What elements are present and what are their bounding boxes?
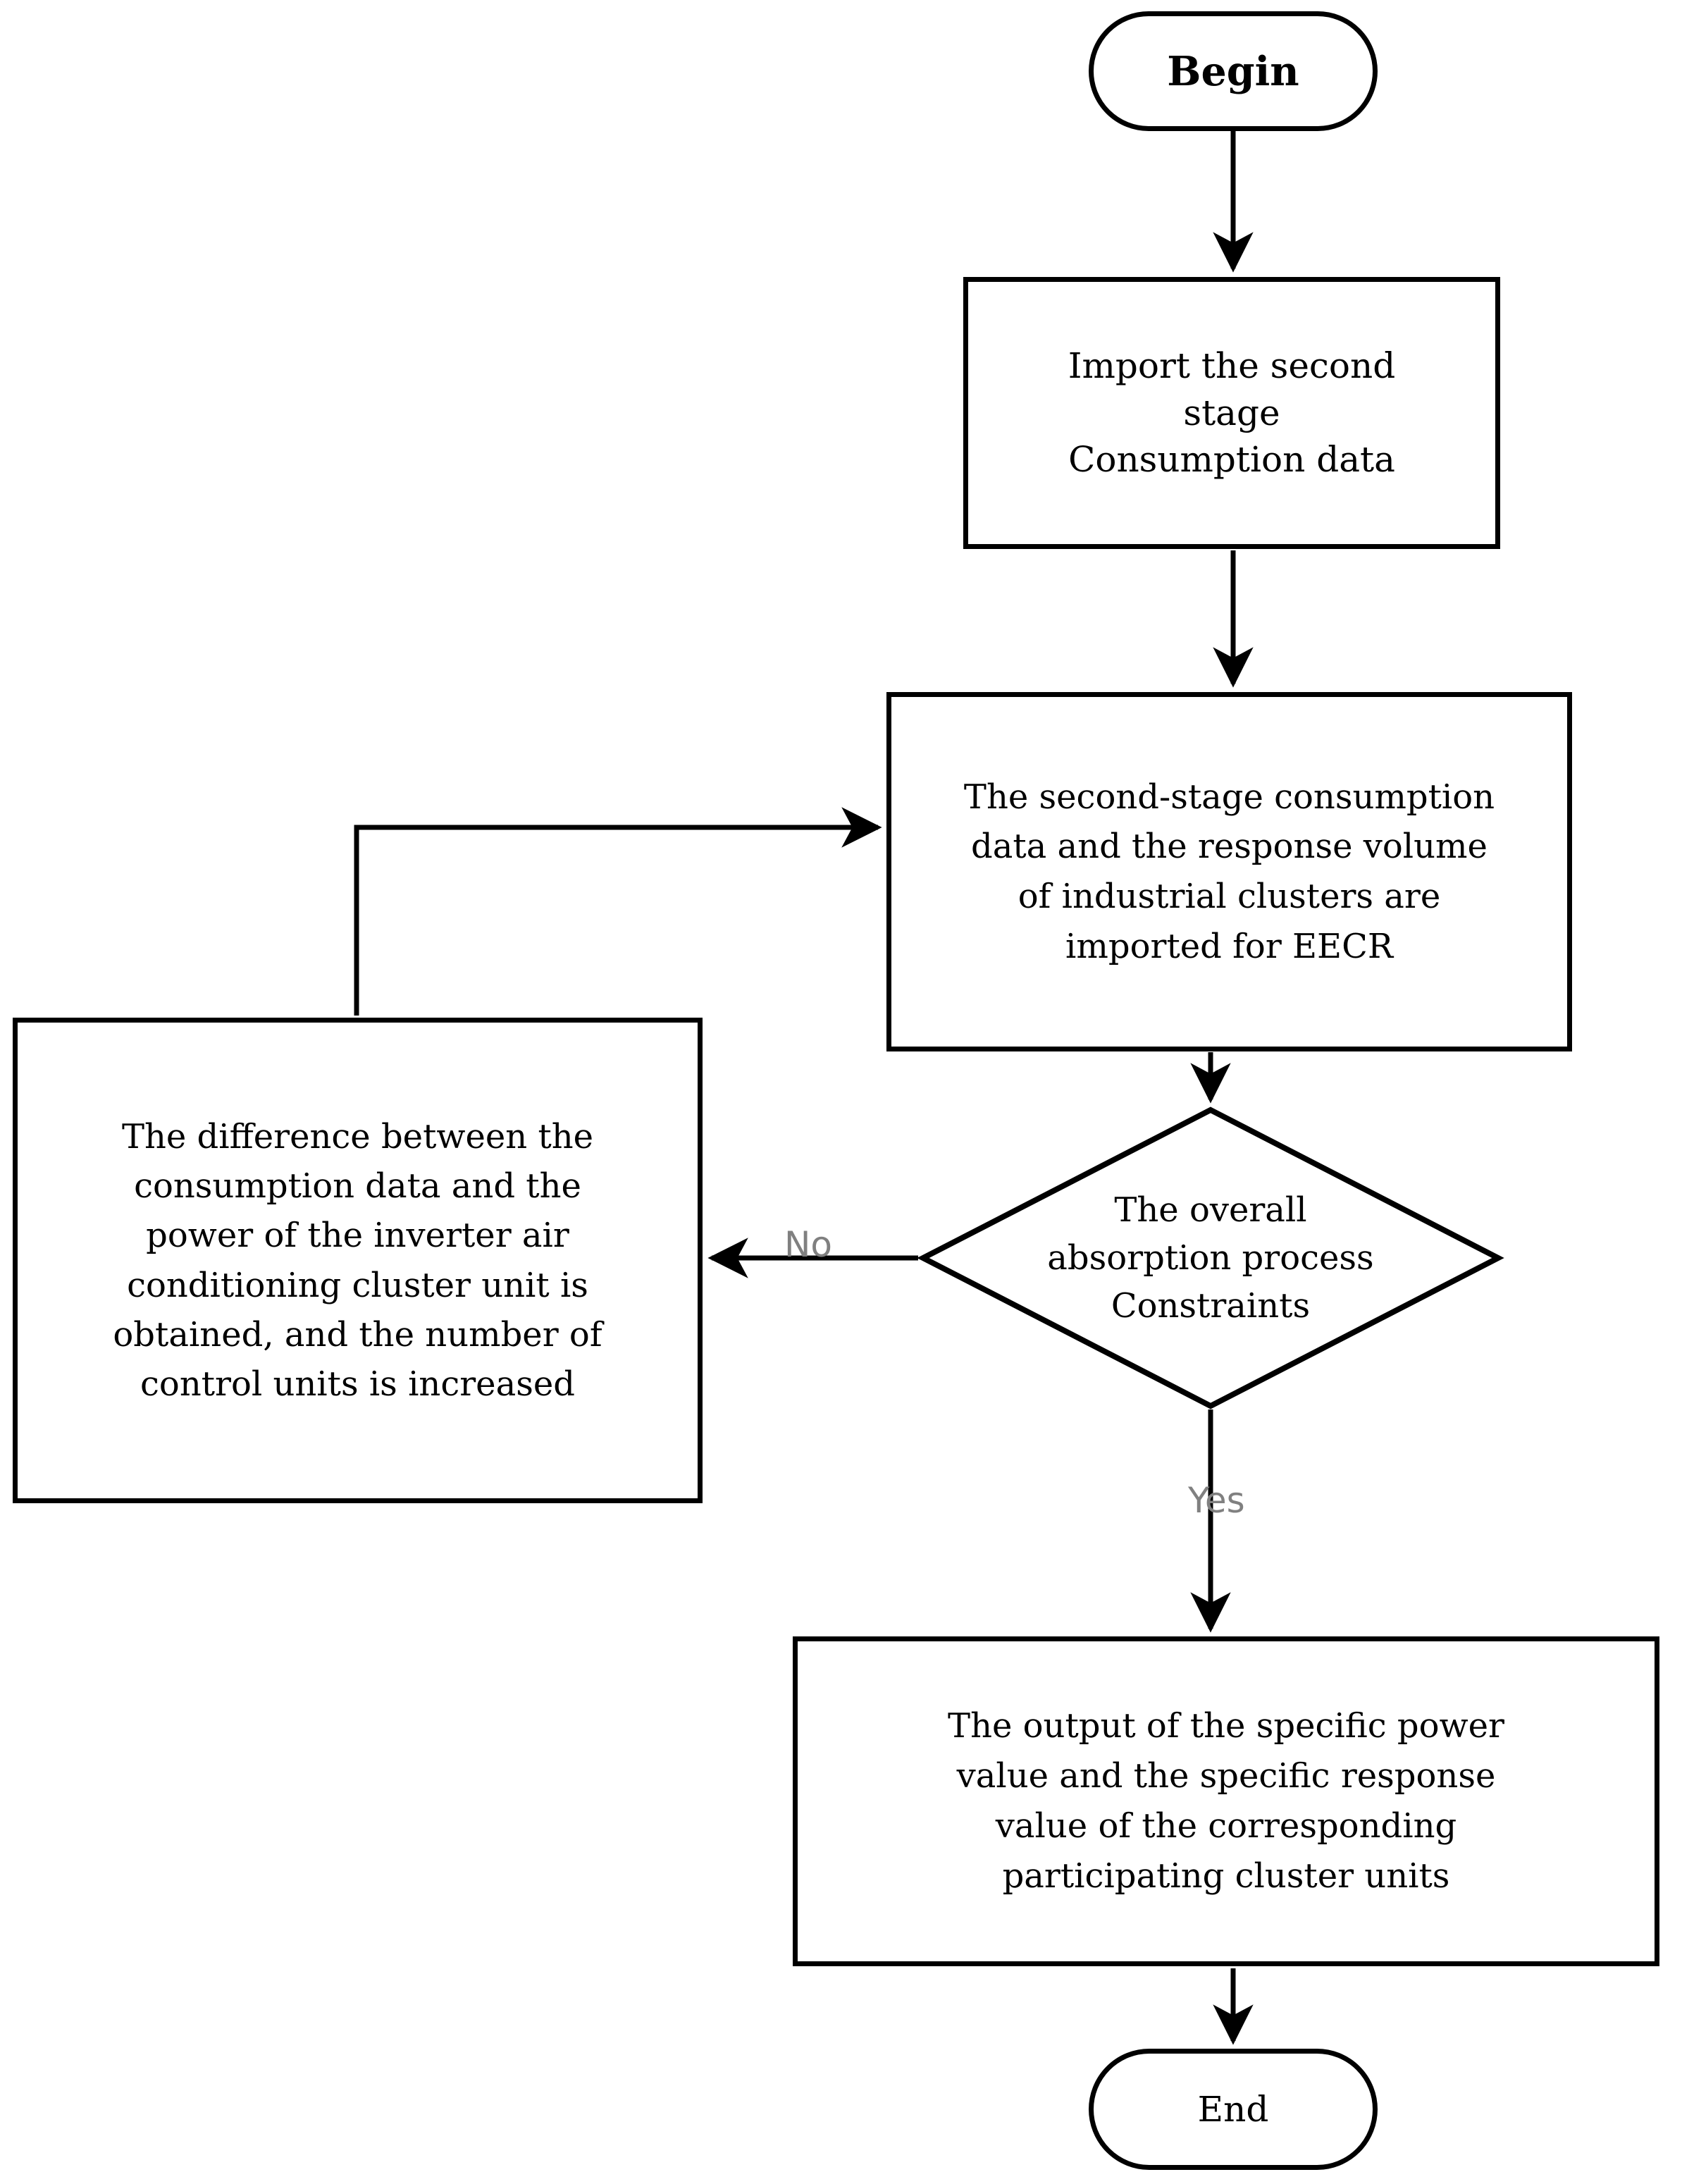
edge-label-no: No [784, 1224, 832, 1265]
node-import-data-label: Import the second stage Consumption data [1068, 345, 1396, 481]
decision-diamond-shape [917, 1106, 1504, 1409]
node-increase-units[interactable]: The difference between the consumption d… [13, 1018, 703, 1503]
edge-increase-to-eecr-feedback [354, 807, 882, 1016]
node-output-values[interactable]: The output of the specific power value a… [793, 1636, 1659, 1966]
node-begin[interactable]: Begin [1089, 11, 1378, 131]
node-decision-label: The overall absorption process Constrain… [1047, 1190, 1374, 1326]
node-import-data[interactable]: Import the second stage Consumption data [963, 277, 1500, 549]
node-end[interactable]: End [1089, 2049, 1378, 2170]
node-begin-label: Begin [1167, 47, 1299, 95]
node-eecr-import-label: The second-stage consumption data and th… [963, 777, 1495, 966]
node-increase-units-label: The difference between the consumption d… [113, 1117, 602, 1404]
node-decision[interactable]: The overall absorption process Constrain… [917, 1106, 1504, 1409]
node-output-values-label: The output of the specific power value a… [948, 1705, 1504, 1896]
node-eecr-import[interactable]: The second-stage consumption data and th… [886, 692, 1572, 1051]
node-end-label: End [1197, 2089, 1269, 2130]
edge-label-yes: Yes [1188, 1480, 1245, 1521]
